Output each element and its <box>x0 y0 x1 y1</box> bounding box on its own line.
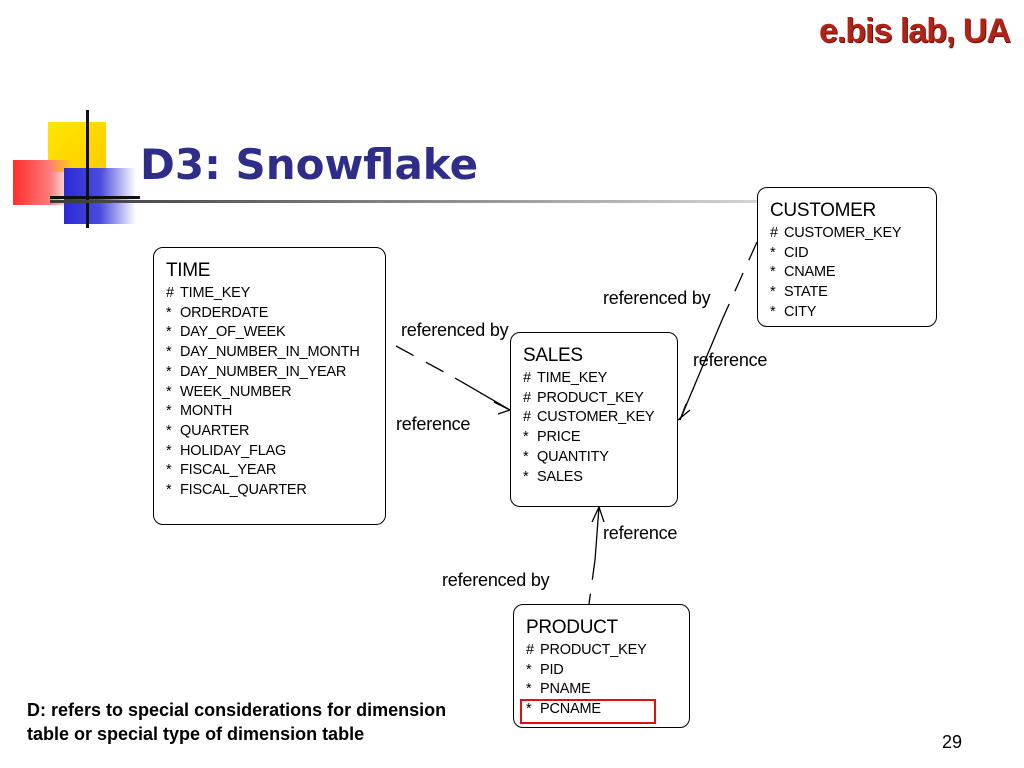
attribute-item: *DAY_NUMBER_IN_MONTH <box>166 344 360 361</box>
product-sales-line-dashed <box>588 559 596 605</box>
time-sales-line-dashed <box>395 345 456 379</box>
attribute-item: #PRODUCT_KEY <box>526 642 647 658</box>
customer-referenced-by-label: referenced by <box>603 288 711 308</box>
product-attribute-list: #PRODUCT_KEY *PID *PNAME *PCNAME <box>526 641 677 720</box>
attribute-item: #PRODUCT_KEY <box>523 389 644 406</box>
time-sales-crowfoot-1 <box>493 401 511 411</box>
time-entity: TIME #TIME_KEY *ORDERDATE *DAY_OF_WEEK *… <box>153 247 386 525</box>
product-reference-label: reference <box>603 523 678 543</box>
attribute-item: *FISCAL_YEAR <box>166 462 277 479</box>
attribute-item: *PRICE <box>523 429 581 446</box>
page-number: 29 <box>941 732 962 752</box>
attribute-item: *STATE <box>770 284 828 301</box>
customer-sales-line-dashed <box>721 241 758 321</box>
attribute-item: *WEEK_NUMBER <box>166 383 292 400</box>
attribute-item: *ORDERDATE <box>166 304 269 321</box>
customer-entity: CUSTOMER #CUSTOMER_KEY *CID *CNAME *STAT… <box>757 187 937 327</box>
product-referenced-by-label: referenced by <box>442 570 550 590</box>
attribute-item: *PCNAME <box>526 701 601 718</box>
attribute-item: *MONTH <box>166 403 233 420</box>
product-sales-line-solid <box>594 506 600 561</box>
attribute-item: *PNAME <box>526 681 591 698</box>
time-sales-line-solid <box>454 377 511 411</box>
attribute-item: *CITY <box>770 303 817 320</box>
customer-reference-label: reference <box>693 350 768 370</box>
attribute-item: #CUSTOMER_KEY <box>770 225 902 241</box>
time-referenced-by-label: referenced by <box>401 320 509 340</box>
attribute-item: #TIME_KEY <box>166 285 251 301</box>
title-underline <box>50 200 950 203</box>
customer-sales-crowfoot-2 <box>677 409 691 421</box>
product-entity-name: PRODUCT <box>526 617 618 638</box>
time-sales-crowfoot-2 <box>497 409 511 415</box>
attribute-item: *HOLIDAY_FLAG <box>166 442 287 459</box>
attribute-item: *QUARTER <box>166 422 250 439</box>
customer-entity-name: CUSTOMER <box>770 200 876 221</box>
footnote-line-2: table or special type of dimension table <box>27 724 365 744</box>
pcname-highlight-box <box>520 699 656 724</box>
sales-entity: SALES #TIME_KEY #PRODUCT_KEY #CUSTOMER_K… <box>510 332 678 507</box>
attribute-item: *FISCAL_QUARTER <box>166 482 307 499</box>
footnote-line-1: D: refers to special considerations for … <box>27 700 447 720</box>
attribute-item: *DAY_NUMBER_IN_YEAR <box>166 363 347 380</box>
footnote: D: refers to special considerations for … <box>27 698 446 746</box>
slide-title: D3: Snowflake <box>140 140 479 189</box>
customer-sales-line-solid <box>679 319 723 421</box>
sales-entity-name: SALES <box>523 345 583 366</box>
sales-attribute-list: #TIME_KEY #PRODUCT_KEY #CUSTOMER_KEY *PR… <box>523 369 665 487</box>
customer-attribute-list: #CUSTOMER_KEY *CID *CNAME *STATE *CITY <box>770 224 924 323</box>
time-attribute-list: #TIME_KEY *ORDERDATE *DAY_OF_WEEK *DAY_N… <box>166 284 373 501</box>
attribute-item: *PID <box>526 661 564 678</box>
decor-horizontal-line <box>50 196 140 199</box>
attribute-item: *DAY_OF_WEEK <box>166 324 286 341</box>
attribute-item: #TIME_KEY <box>523 370 608 386</box>
product-sales-crowfoot-1 <box>591 506 600 523</box>
brand-logo: e.bis lab, UA <box>818 12 1011 50</box>
product-entity: PRODUCT #PRODUCT_KEY *PID *PNAME *PCNAME <box>513 604 690 728</box>
time-entity-name: TIME <box>166 260 211 281</box>
time-reference-label: reference <box>396 414 471 434</box>
attribute-item: *CID <box>770 244 809 261</box>
product-sales-crowfoot-2 <box>598 506 605 523</box>
attribute-item: #CUSTOMER_KEY <box>523 409 655 426</box>
attribute-item: *CNAME <box>770 264 836 281</box>
decor-vertical-line <box>86 110 89 228</box>
attribute-item: *QUANTITY <box>523 448 609 465</box>
attribute-item: *SALES <box>523 468 583 485</box>
